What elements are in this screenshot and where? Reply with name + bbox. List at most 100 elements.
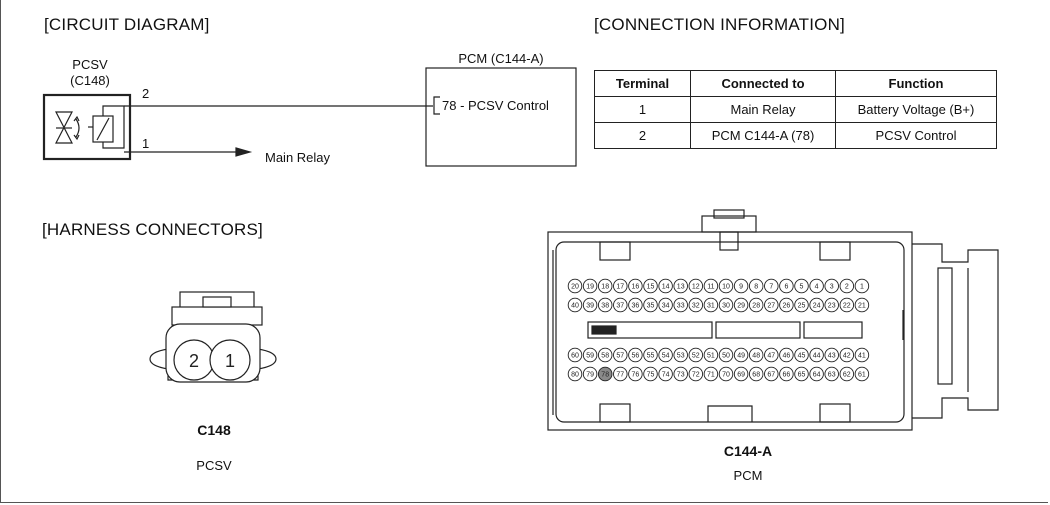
pin-label-26: 26 <box>783 303 791 310</box>
pin-11 <box>703 278 719 294</box>
connection-table: Terminal Connected to Function 1 Main Re… <box>594 70 997 149</box>
pin-39 <box>582 297 598 313</box>
pin-label-49: 49 <box>737 353 745 360</box>
pcsv-label: PCSV <box>72 57 108 72</box>
pin-label-69: 69 <box>737 372 745 379</box>
pin-4 <box>809 278 824 294</box>
wiring <box>124 105 433 157</box>
pin-1-label: 1 <box>142 136 150 151</box>
pin-3 <box>824 278 839 294</box>
pin-label-23: 23 <box>828 303 836 310</box>
pin-12 <box>688 278 704 294</box>
pin-label-40: 40 <box>571 303 579 310</box>
pin-label-20: 20 <box>571 284 579 291</box>
pin-label-54: 54 <box>662 353 670 360</box>
pin-14 <box>658 278 673 294</box>
pin-31 <box>703 297 719 313</box>
pin-64 <box>809 366 824 382</box>
pin-label-67: 67 <box>767 372 775 379</box>
cell-function: Battery Voltage (B+) <box>835 96 997 123</box>
pin-37 <box>613 297 628 313</box>
pin-label-75: 75 <box>647 372 655 379</box>
pin-51 <box>703 347 719 363</box>
pin-label-11: 11 <box>707 284 714 291</box>
pin-40 <box>567 297 583 313</box>
c148-pin-1: 1 <box>225 351 235 371</box>
pin-label-44: 44 <box>813 353 821 360</box>
pin-73 <box>673 366 688 382</box>
pin-label-60: 60 <box>571 353 579 360</box>
pin-65 <box>794 366 809 382</box>
pin-50 <box>718 347 734 363</box>
pin-16 <box>628 278 643 294</box>
pin-label-34: 34 <box>662 303 670 310</box>
cell-function: PCSV Control <box>835 122 997 149</box>
pin-label-77: 77 <box>616 372 624 379</box>
pin-27 <box>764 297 779 313</box>
pin-80 <box>567 366 583 382</box>
pin-label-5: 5 <box>800 284 804 291</box>
pin-label-16: 16 <box>632 284 640 291</box>
pin-label-30: 30 <box>722 303 730 310</box>
connection-information-title: [CONNECTION INFORMATION] <box>594 15 845 34</box>
pin-29 <box>733 297 749 313</box>
pin-label-10: 10 <box>722 284 730 291</box>
pin-79 <box>582 366 598 382</box>
c144a-connector-body <box>547 209 999 431</box>
pin-label-79: 79 <box>586 372 594 379</box>
pin-55 <box>643 347 658 363</box>
pin-63 <box>824 366 839 382</box>
pin-33 <box>673 297 688 313</box>
pin-32 <box>688 297 704 313</box>
circuit-diagram-title: [CIRCUIT DIAGRAM] <box>44 15 210 34</box>
header-function: Function <box>835 70 997 97</box>
table-row: 1 Main Relay Battery Voltage (B+) <box>594 96 997 123</box>
pin-label-4: 4 <box>815 284 819 291</box>
pin-60 <box>567 347 583 363</box>
pin-label-50: 50 <box>722 353 730 360</box>
pin-72 <box>688 366 704 382</box>
pin-label-22: 22 <box>843 303 851 310</box>
pin-label-72: 72 <box>692 372 700 379</box>
c144a-code: C144-A <box>723 443 773 459</box>
pin-2-label: 2 <box>142 86 150 101</box>
pin-57 <box>613 347 628 363</box>
pin-label-71: 71 <box>707 372 715 379</box>
pin-69 <box>733 366 749 382</box>
pin-label-24: 24 <box>813 303 821 310</box>
pin-label-27: 27 <box>767 303 775 310</box>
pin-58 <box>597 347 613 363</box>
pin-label-59: 59 <box>586 353 594 360</box>
pin-label-76: 76 <box>632 372 640 379</box>
pin-7 <box>764 278 779 294</box>
pin-label-41: 41 <box>858 353 866 360</box>
pin-77 <box>613 366 628 382</box>
pin-label-53: 53 <box>677 353 685 360</box>
pin-30 <box>718 297 734 313</box>
pin-label-47: 47 <box>767 353 775 360</box>
pin-75 <box>643 366 658 382</box>
pin-label-13: 13 <box>677 284 685 291</box>
pin-label-7: 7 <box>769 284 773 291</box>
header-terminal: Terminal <box>594 70 691 97</box>
pin-label-65: 65 <box>798 372 806 379</box>
pin-label-51: 51 <box>707 353 715 360</box>
pin-67 <box>764 366 779 382</box>
table-row: 2 PCM C144-A (78) PCSV Control <box>594 122 997 149</box>
pin-20 <box>567 278 583 294</box>
pin-8 <box>748 278 764 294</box>
pin-74 <box>658 366 673 382</box>
pin-53 <box>673 347 688 363</box>
pcm-pin-78-label: 78 - PCSV Control <box>442 98 549 113</box>
pin-13 <box>673 278 688 294</box>
pin-label-38: 38 <box>601 303 609 310</box>
pin-62 <box>839 366 855 382</box>
pin-label-37: 37 <box>616 303 624 310</box>
pin-66 <box>779 366 794 382</box>
pin-label-58: 58 <box>601 353 609 360</box>
pin-label-32: 32 <box>692 303 700 310</box>
pin-59 <box>582 347 598 363</box>
pin-label-43: 43 <box>828 353 836 360</box>
pin-42 <box>839 347 855 363</box>
